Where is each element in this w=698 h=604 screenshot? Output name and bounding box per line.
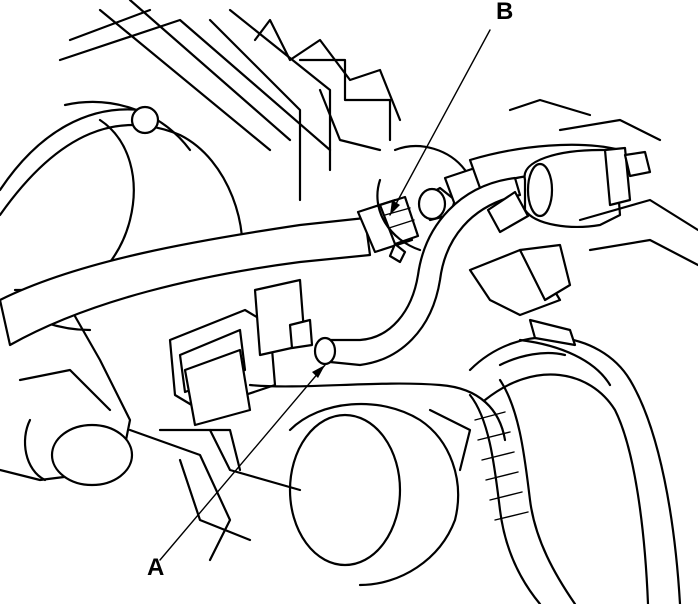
wire-harness <box>468 378 577 604</box>
leader-line-b <box>389 29 491 216</box>
main-hose <box>0 216 372 347</box>
leader-line-a <box>159 364 326 561</box>
vacuum-hose <box>313 176 530 367</box>
lower-right-connector <box>468 98 698 317</box>
large-elbow-hose <box>468 318 682 604</box>
lower-left-bracket <box>0 288 242 562</box>
hose-clamp-b <box>356 195 420 264</box>
throttle-body <box>178 402 472 587</box>
callout-label-a: A <box>147 554 165 581</box>
solenoid-connector <box>168 278 507 442</box>
callout-label-b: B <box>496 0 514 25</box>
leader-lines <box>159 29 491 561</box>
purge-valve <box>523 146 652 228</box>
engine-frame-lines <box>58 0 402 202</box>
intake-cylinder <box>0 100 244 332</box>
